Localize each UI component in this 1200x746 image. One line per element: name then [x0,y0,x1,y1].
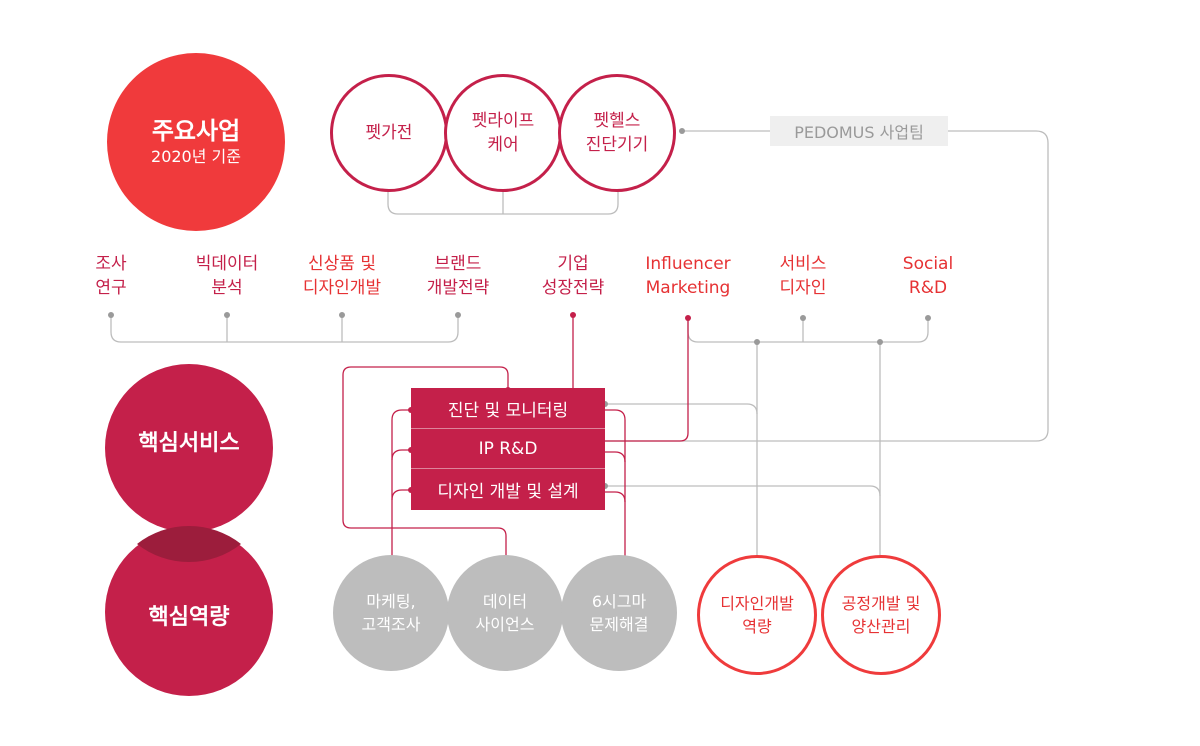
category-service-design: 서비스 디자인 [738,252,868,300]
competency-label: 마케팅, [366,592,416,611]
competency-label: 사이언스 [475,615,535,634]
core-competency-circle: 핵심역량 [105,528,273,696]
category-social-rnd: Social R&D [863,252,993,300]
business-item-label: 펫가전 [365,123,413,143]
competency-label: 문제해결 [589,615,649,634]
team-label: PEDOMUS 사업팀 [770,116,948,146]
category-line: 신상품 및 [308,254,376,274]
business-item-pet-health: 펫헬스 진단기기 [558,74,676,192]
category-line: 서비스 [779,254,827,274]
category-bigdata: 빅데이터 분석 [162,252,292,300]
major-business-title: 주요사업 [151,117,241,145]
competency-label: 고객조사 [361,615,421,634]
competency-label: 역량 [742,617,772,636]
competency-label: 디자인개발 [720,594,794,613]
service-design-dev: 디자인 개발 및 설계 [411,468,605,510]
core-service-title: 핵심서비스 [138,431,240,456]
category-new-product: 신상품 및 디자인개발 [277,252,407,300]
category-line: 개발전략 [426,278,490,298]
business-item-pet-appliance: 펫가전 [330,74,448,192]
competency-label: 6시그마 [591,592,647,611]
category-line: 연구 [95,278,127,298]
major-business-circle: 주요사업 2020년 기준 [107,53,285,231]
category-line: Social [902,254,954,274]
competency-six-sigma: 6시그마 문제해결 [561,555,677,671]
competency-data-science: 데이터 사이언스 [447,555,563,671]
category-brand: 브랜드 개발전략 [393,252,523,300]
business-item-label: 케어 [487,135,519,155]
category-line: 분석 [211,278,243,298]
category-line: 기업 [557,254,589,274]
category-line: 디자인개발 [302,278,382,298]
major-business-subtitle: 2020년 기준 [151,147,241,166]
competency-label: 데이터 [482,592,528,611]
category-line: 디자인 [779,278,827,298]
category-research: 조사 연구 [46,252,176,300]
core-competency-title: 핵심역량 [148,605,230,630]
category-line: 빅데이터 [195,254,259,274]
core-service-circle: 핵심서비스 [105,364,273,532]
category-line: 성장전략 [541,278,605,298]
category-line: 조사 [95,254,127,274]
competency-process-dev: 공정개발 및 양산관리 [821,555,941,675]
competency-label: 공정개발 및 [841,594,921,613]
category-line: Influencer [645,254,731,274]
business-item-label: 펫라이프 [471,111,535,131]
category-growth-strategy: 기업 성장전략 [508,252,638,300]
competency-design-dev: 디자인개발 역량 [697,555,817,675]
category-influencer: Influencer Marketing [623,252,753,300]
category-line: Marketing [645,278,731,298]
competency-label: 양산관리 [851,617,911,636]
service-diagnosis: 진단 및 모니터링 [411,388,605,428]
service-ip-rnd: IP R&D [411,428,605,468]
business-item-label: 펫헬스 [593,111,641,131]
category-line: R&D [908,278,948,298]
business-item-label: 진단기기 [585,135,649,155]
category-line: 브랜드 [434,254,482,274]
competency-marketing: 마케팅, 고객조사 [333,555,449,671]
business-item-pet-lifecare: 펫라이프 케어 [444,74,562,192]
